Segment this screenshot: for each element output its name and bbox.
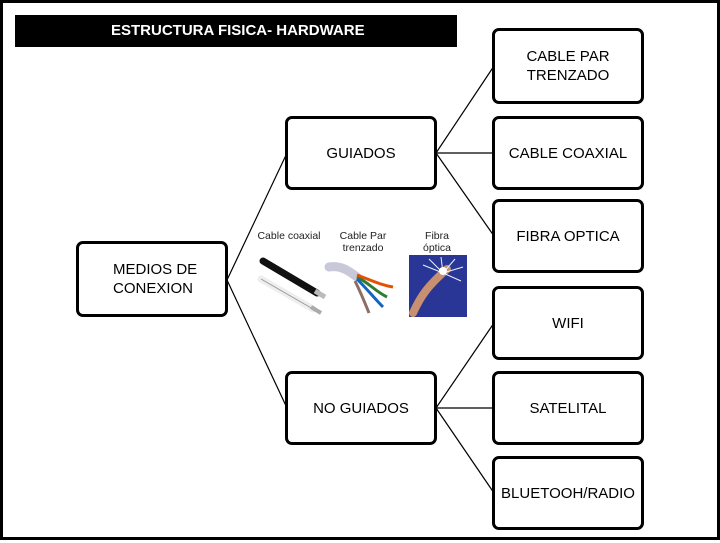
node-label: FIBRA OPTICA xyxy=(516,227,620,245)
edge-root-no-guiados xyxy=(226,279,288,409)
node-no-guiados: NO GUIADOS xyxy=(285,371,437,445)
edge-no-guiados-wifi xyxy=(435,322,495,409)
edge-no-guiados-bluetooth xyxy=(435,407,495,494)
caption-fibra-optica: Fibra óptica xyxy=(422,230,452,254)
edge-guiados-fibra xyxy=(435,152,495,237)
node-satelital: SATELITAL xyxy=(492,371,644,445)
connector-lines xyxy=(226,65,495,494)
fiber-optic-icon xyxy=(409,255,467,317)
node-label: BLUETOOH/RADIO xyxy=(501,484,635,502)
node-label: CABLE COAXIAL xyxy=(508,144,628,162)
node-label: GUIADOS xyxy=(326,144,396,162)
node-label: SATELITAL xyxy=(529,399,607,417)
twisted-pair-cable-icon xyxy=(324,262,394,314)
caption-cable-par-trenzado: Cable Par trenzado xyxy=(339,230,387,254)
node-medios-de-conexion: MEDIOS DE CONEXION xyxy=(76,241,228,317)
cables-photo xyxy=(257,255,467,317)
node-label: CABLE PAR TRENZADO xyxy=(526,48,610,84)
node-label: WIFI xyxy=(552,314,584,332)
node-label: MEDIOS DE CONEXION xyxy=(113,261,198,297)
edge-root-guiados xyxy=(226,152,288,281)
node-guiados: GUIADOS xyxy=(285,116,437,190)
edge-guiados-par-trenzado xyxy=(435,65,495,154)
slide-title: ESTRUCTURA FISICA- HARDWARE xyxy=(15,15,457,47)
node-wifi: WIFI xyxy=(492,286,644,360)
node-label: NO GUIADOS xyxy=(313,399,409,417)
cable-media-image: Cable coaxial Cable Par trenzado Fibra ó… xyxy=(257,225,469,319)
node-cable-par-trenzado: CABLE PAR TRENZADO xyxy=(492,28,644,104)
coaxial-cable-icon xyxy=(257,257,327,315)
caption-cable-coaxial: Cable coaxial xyxy=(257,230,321,242)
node-bluetooh-radio: BLUETOOH/RADIO xyxy=(492,456,644,530)
node-cable-coaxial: CABLE COAXIAL xyxy=(492,116,644,190)
node-fibra-optica: FIBRA OPTICA xyxy=(492,199,644,273)
